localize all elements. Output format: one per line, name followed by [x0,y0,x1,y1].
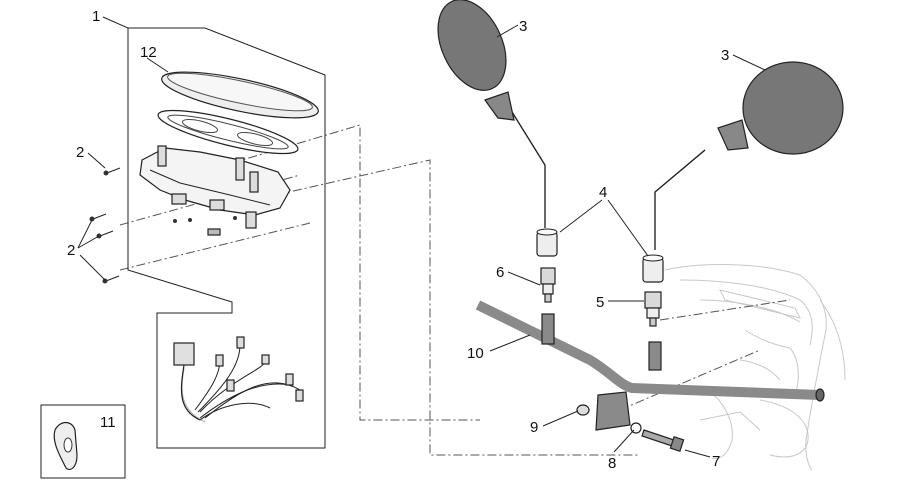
left-mirror-part-3 [437,0,546,228]
callout-1: 1 [92,8,100,25]
leader-lines [77,16,766,458]
instrument-housing [139,145,291,236]
callout-9: 9 [530,419,538,436]
callout-labels: 1 12 2 2 3 3 4 6 5 10 11 9 8 7 [67,8,729,472]
bolt-part-7 [641,429,685,453]
callout-2-upper: 2 [76,144,84,161]
callout-5: 5 [596,294,604,311]
callout-3-left: 3 [519,18,527,35]
callout-10: 10 [467,345,484,362]
fitting-part-5 [644,291,662,327]
callout-8: 8 [608,455,616,472]
screws-part-2 [89,167,121,284]
instrument-group-frame [127,27,326,449]
washer-part-9 [576,404,590,416]
callout-3-right: 3 [721,47,729,64]
wiring-harness [173,336,304,423]
fitting-part-6 [540,267,556,303]
callout-7: 7 [712,453,720,470]
handlebar-part-10 [475,300,825,431]
bracket-part-11 [40,404,126,479]
callout-6: 6 [496,264,504,281]
callout-4: 4 [599,184,607,201]
callout-2-lower: 2 [67,242,75,259]
instrument-gasket [157,109,299,155]
right-mirror-part-3 [654,61,844,250]
scooter-body-outline [664,264,846,471]
spacers-part-4 [536,228,664,283]
callout-12: 12 [140,44,157,61]
instrument-lens-part-12 [161,71,319,119]
callout-11: 11 [100,414,116,431]
